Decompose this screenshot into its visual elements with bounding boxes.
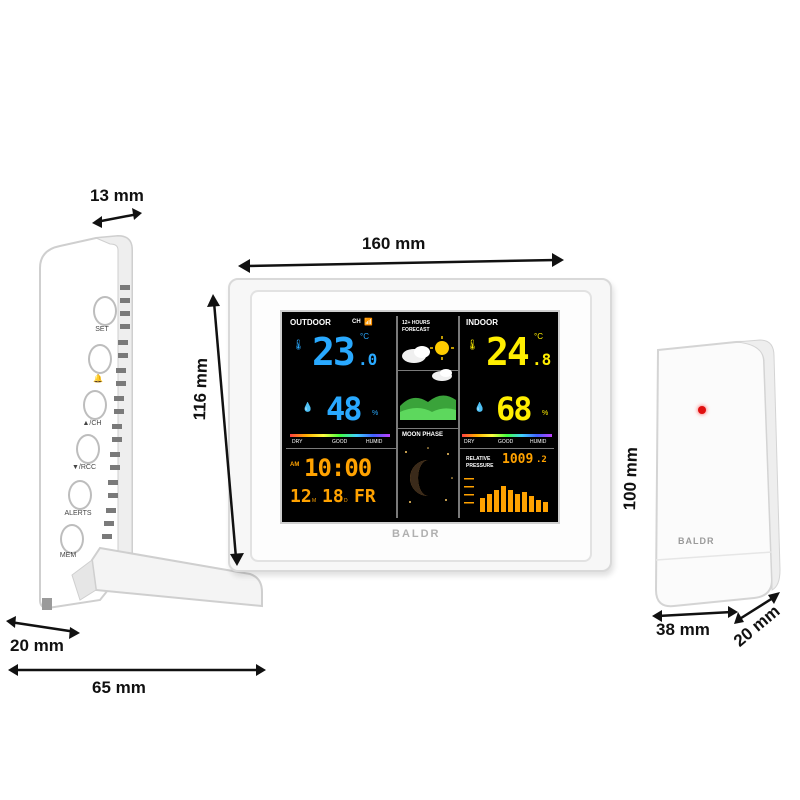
sensor-status-led <box>698 406 706 414</box>
outdoor-temperature: 23 <box>312 330 356 374</box>
indoor-comfort-dry: DRY <box>464 439 475 445</box>
side-button-set[interactable] <box>93 296 117 326</box>
sensor-view: BALDR <box>640 330 800 660</box>
weekday: FR <box>354 486 376 507</box>
date-day-suffix: D <box>344 498 348 504</box>
outdoor-temp-unit: °C <box>360 332 369 341</box>
moon-phase-label: MOON PHASE <box>402 432 444 438</box>
time-am: AM <box>290 462 300 468</box>
date-month-suffix: M <box>312 498 317 504</box>
dim-side-base: 20 mm <box>10 636 64 655</box>
forecast-label-1: 12+ HOURS <box>402 320 430 326</box>
humidity-icon: 💧 <box>302 402 314 412</box>
signal-icon: 📶 <box>364 319 373 326</box>
date-day: 18 <box>322 486 344 507</box>
side-button-mem-label: MEM <box>59 552 77 559</box>
indoor-label: INDOOR <box>466 318 498 327</box>
dim-side-total: 65 mm <box>92 678 146 697</box>
side-button-down-rcc[interactable] <box>76 434 100 464</box>
moon-phase-icon <box>405 447 453 503</box>
indoor-temperature: 24 <box>486 330 530 374</box>
outdoor-humidity: 48 <box>326 390 363 428</box>
side-view: SET 🔔 ▲/CH ▼/RCC ALERTS MEM 13 mm 20 mm … <box>0 0 300 720</box>
side-button-alerts[interactable] <box>68 480 92 510</box>
indoor-thermometer-icon: 🌡 <box>466 340 479 351</box>
lcd-screen: OUTDOOR CH 📶 🌡 23 °C .0 💧 48 % DRY GOOD … <box>280 310 560 524</box>
dim-side-depth: 13 mm <box>90 186 144 205</box>
side-button-up-ch-label: ▲/CH <box>82 420 102 427</box>
outdoor-label: OUTDOOR <box>290 318 331 327</box>
indoor-comfort-good: GOOD <box>498 439 514 445</box>
clock-time: 10:00 <box>304 454 372 482</box>
pressure-label-2: PRESSURE <box>466 463 494 469</box>
date-month: 12 <box>290 486 312 507</box>
side-button-alarm[interactable] <box>88 344 112 374</box>
pressure-decimal: .2 <box>536 455 547 465</box>
channel-label: CH <box>352 319 361 325</box>
forecast-label-2: FORECAST <box>402 327 430 333</box>
side-button-down-rcc-label: ▼/RCC <box>71 464 97 471</box>
thermometer-icon: 🌡 <box>292 340 305 351</box>
side-button-up-ch[interactable] <box>83 390 107 420</box>
forecast-weather-icon <box>400 336 456 420</box>
outdoor-comfort-dry: DRY <box>292 439 303 445</box>
indoor-humidity: 68 <box>496 390 533 428</box>
dim-height: 116 mm <box>190 357 212 421</box>
outdoor-humidity-unit: % <box>372 410 379 417</box>
pressure-history-graph <box>464 478 548 512</box>
dim-sensor-width: 38 mm <box>656 620 710 639</box>
indoor-humidity-icon: 💧 <box>474 402 486 412</box>
outdoor-comfort-bar <box>290 434 390 437</box>
front-view: OUTDOOR CH 📶 🌡 23 °C .0 💧 48 % DRY GOOD … <box>228 278 614 578</box>
indoor-temp-decimal: .8 <box>532 350 552 369</box>
brand-logo: BALDR <box>392 528 441 540</box>
indoor-comfort-humid: HUMID <box>530 439 547 445</box>
dim-width: 160 mm <box>362 234 426 253</box>
indoor-humidity-unit: % <box>542 410 549 417</box>
bell-icon: 🔔 <box>93 374 103 383</box>
side-button-alerts-label: ALERTS <box>64 510 92 517</box>
outdoor-temp-decimal: .0 <box>358 350 378 369</box>
outdoor-comfort-good: GOOD <box>332 439 348 445</box>
pressure-label-1: RELATIVE <box>466 456 491 462</box>
sensor-brand-logo: BALDR <box>678 536 715 546</box>
side-button-set-label: SET <box>95 326 109 333</box>
side-button-mem[interactable] <box>60 524 84 554</box>
dim-sensor-height: 100 mm <box>620 446 642 511</box>
indoor-comfort-bar <box>462 434 552 437</box>
indoor-temp-unit: °C <box>534 332 543 341</box>
pressure-value: 1009 <box>502 452 534 467</box>
outdoor-comfort-humid: HUMID <box>366 439 383 445</box>
